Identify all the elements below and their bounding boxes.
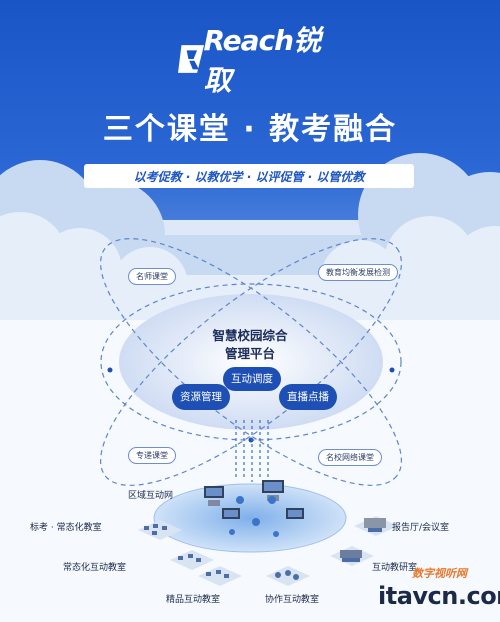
brand-logo: Reach锐取: [178, 24, 328, 97]
label-standard-classroom: 标考 · 常态化教室: [30, 523, 102, 533]
platform-title-line2: 管理平台: [224, 346, 275, 361]
tag-famous-teacher: 名师课堂: [128, 268, 176, 285]
label-boutique-classroom: 精品互动教室: [166, 595, 221, 605]
platform-title: 智慧校园综合 管理平台: [190, 327, 310, 363]
tag-special-delivery: 专递课堂: [128, 447, 176, 464]
platform-title-line1: 智慧校园综合: [212, 328, 288, 343]
label-research-room: 互动教研室: [372, 563, 418, 573]
brand-name: Reach锐取: [203, 24, 321, 97]
module-resource-management: 资源管理: [172, 384, 230, 410]
watermark-en: itavcn.com: [378, 582, 500, 610]
data-links: [235, 420, 269, 482]
label-region-network: 区域互动网: [128, 491, 174, 501]
label-report-hall: 报告厅/会议室: [392, 523, 450, 533]
watermark-cn: 数字视听网: [412, 567, 467, 580]
label-normalized-classroom: 常态化互动教室: [63, 563, 127, 573]
module-interactive-dispatch: 互动调度: [223, 367, 281, 391]
room-illustrations: [138, 516, 398, 586]
page-title: 三个课堂 · 教考融合: [102, 112, 398, 147]
reach-logo-icon: [178, 45, 205, 73]
network-pool: [154, 484, 346, 552]
slogan-banner: 以考促教 · 以教优学 · 以评促管 · 以管优教: [84, 164, 414, 188]
slogan-text: 以考促教 · 以教优学 · 以评促管 · 以管优教: [133, 169, 365, 184]
tag-famous-school: 名校网络课堂: [318, 449, 382, 466]
label-collaborative-classroom: 协作互动教室: [265, 595, 320, 605]
tag-education-balance: 教育均衡发展检测: [318, 264, 398, 281]
module-live-vod: 直播点播: [279, 384, 337, 410]
server-icons: [204, 480, 304, 537]
